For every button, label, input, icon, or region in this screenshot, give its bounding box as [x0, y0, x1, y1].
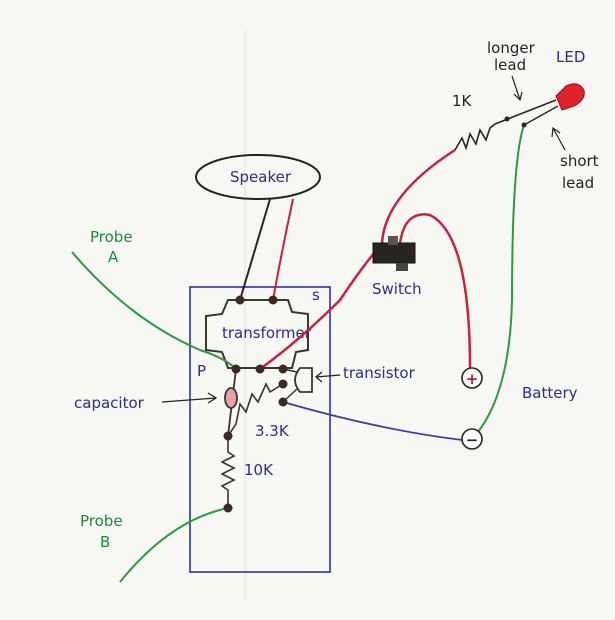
solder-points	[223, 295, 288, 513]
solder-point	[235, 295, 245, 305]
longer-lead-arrow	[511, 75, 521, 101]
switch-slider	[388, 236, 398, 245]
switch-label: Switch	[372, 280, 422, 298]
solder-point	[223, 431, 233, 441]
switch-tab	[396, 263, 408, 271]
battery-minus-to-led-wire	[477, 124, 525, 433]
lead-dot	[504, 116, 510, 122]
short-lead-label: short	[560, 152, 599, 170]
led-label: LED	[556, 48, 585, 66]
blue-wire-transistor-to-minus	[282, 401, 463, 441]
plus-sign: +	[466, 370, 479, 388]
short-lead-arrow	[552, 127, 566, 151]
transistor-arrow	[315, 374, 341, 378]
probe-b-label: Probe	[80, 512, 123, 530]
transistor-arrowhead	[314, 371, 323, 383]
transformer	[205, 299, 309, 369]
transformer-label: transformer	[222, 324, 312, 342]
longer-lead-arrowhead	[513, 91, 523, 102]
battery-minus-terminal	[461, 428, 483, 450]
longer-lead-label-2: lead	[494, 56, 526, 74]
capacitor-label: capacitor	[74, 394, 145, 412]
capacitor-arrowhead	[207, 392, 218, 404]
speaker	[195, 154, 321, 200]
resistor-3-3k-label: 3.3K	[255, 422, 290, 440]
minus-sign: −	[466, 431, 479, 449]
speaker-label: Speaker	[230, 168, 292, 186]
led-short-lead	[523, 105, 559, 126]
battery-plus-terminal	[461, 367, 483, 389]
solder-point	[278, 379, 288, 389]
circuit-board	[189, 286, 331, 573]
battery-label: Battery	[522, 384, 578, 402]
solder-point	[223, 503, 233, 513]
probe-a-wire	[71, 251, 237, 370]
short-lead-arrowhead	[551, 126, 561, 138]
led	[555, 83, 585, 111]
longer-lead-label: longer	[487, 39, 536, 57]
speaker-wire-red	[272, 198, 294, 301]
capacitor	[224, 387, 238, 409]
transistor	[294, 367, 313, 393]
red-wire-switch-to-1k	[380, 148, 456, 244]
resistor-1k-label: 1K	[452, 92, 473, 110]
red-wire-switch-to-plus	[398, 213, 472, 369]
solder-point	[231, 364, 241, 374]
probe-a-letter: A	[108, 248, 119, 266]
probe-b-letter: B	[100, 533, 110, 551]
resistor-10k-label: 10K	[244, 461, 274, 479]
capacitor-arrow	[161, 397, 217, 403]
solder-point	[278, 364, 288, 374]
resistor-1k	[454, 123, 496, 151]
solder-point	[268, 295, 278, 305]
speaker-wire-black	[239, 198, 271, 301]
resistor-3-3k	[227, 382, 284, 437]
resistor-10k	[220, 436, 236, 508]
probe-b-wire	[119, 507, 229, 583]
secondary-label: s	[312, 286, 320, 304]
short-lead-label-2: lead	[562, 174, 594, 192]
solder-point	[278, 397, 288, 407]
solder-point	[255, 364, 265, 374]
probe-a-label: Probe	[90, 228, 133, 246]
switch	[372, 242, 416, 264]
lead-dot	[521, 122, 527, 128]
transistor-label: transistor	[343, 364, 416, 382]
red-wire-transformer-to-switch	[259, 251, 376, 371]
primary-label: P	[197, 362, 206, 380]
